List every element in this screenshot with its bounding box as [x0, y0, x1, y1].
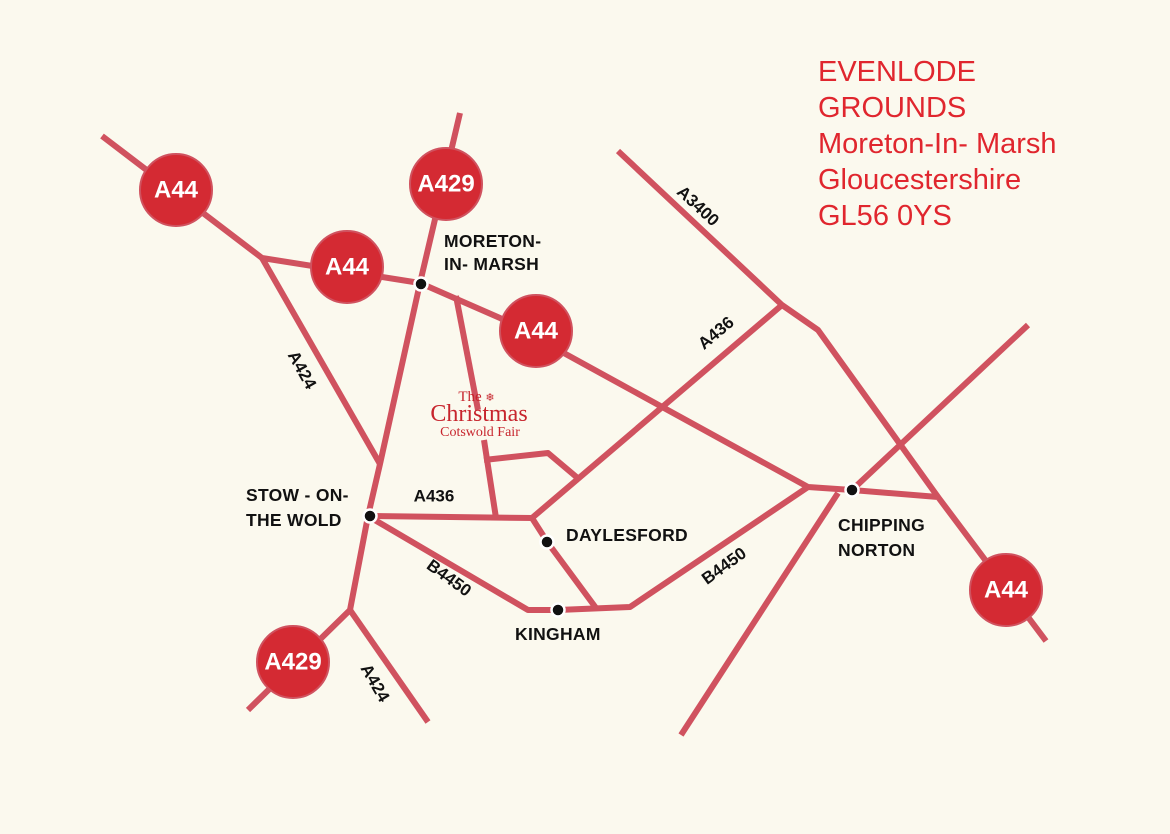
logo-the: The	[458, 389, 482, 405]
road-lane-north	[453, 295, 481, 411]
road-a429	[245, 112, 463, 713]
badge-a429-south-text: A429	[264, 649, 321, 676]
badge-a44-se: A44	[969, 553, 1043, 627]
badge-a44-nw-text: A44	[154, 177, 199, 204]
badge-a44-west: A44	[310, 230, 384, 304]
road-a436-east	[530, 302, 784, 521]
road-lane-loop	[483, 450, 582, 483]
town-marker-moreton	[413, 276, 429, 292]
place-chipping-norton: CHIPPING NORTON	[838, 515, 930, 560]
road-b4450-east	[557, 484, 810, 613]
address-line: Gloucestershire	[818, 164, 1022, 196]
road-a424-south	[347, 608, 431, 724]
place-stow-on-the-wold: STOW - ON- THE WOLD	[246, 485, 354, 530]
roads	[100, 112, 1049, 737]
town-marker-stow	[362, 508, 378, 524]
badge-a429-south-circle	[256, 625, 330, 699]
road-lane-venue	[481, 439, 499, 519]
road-chipping-south	[678, 491, 841, 737]
place-daylesford: DAYLESFORD	[566, 525, 688, 545]
town-marker-kingham	[550, 602, 566, 618]
badge-a44-east: A44	[499, 294, 573, 368]
place-moreton-in-marsh: MORETON- IN- MARSH	[444, 231, 547, 274]
towns: MORETON- IN- MARSH STOW - ON- THE WOLD D…	[246, 231, 930, 644]
road-a44	[100, 133, 1049, 643]
address-line: EVENLODE	[818, 56, 976, 88]
road-a436-west	[367, 513, 533, 521]
road-badges: A44 A429 A44 A44 A429 A44	[139, 147, 1043, 699]
road-chipping-ne	[849, 322, 1031, 493]
logo-fair: Cotswold Fair	[440, 425, 520, 440]
badge-a44-nw-circle	[139, 153, 213, 227]
badge-a429-south: A429	[256, 625, 330, 699]
badge-a429-north: A429	[409, 147, 483, 221]
address-line: GL56 0YS	[818, 200, 952, 232]
venue-address: EVENLODE GROUNDS Moreton-In- Marsh Glouc…	[818, 54, 1057, 234]
town-marker-daylesford	[539, 534, 555, 550]
label-a436-west: A436	[414, 487, 455, 506]
road-b4450-west	[366, 513, 558, 613]
road-a424	[259, 256, 383, 466]
snowflake-icon: ❄	[485, 392, 494, 404]
town-marker-chipping-norton	[844, 482, 860, 498]
label-b4450-east: B4450	[698, 544, 750, 589]
badge-a44-west-circle	[310, 230, 384, 304]
badge-a44-east-circle	[499, 294, 573, 368]
road-a3400	[615, 148, 941, 499]
badge-a44-east-text: A44	[514, 318, 559, 345]
badge-a44-se-text: A44	[984, 577, 1029, 604]
place-kingham: KINGHAM	[515, 624, 601, 644]
address-line: Moreton-In- Marsh	[818, 128, 1057, 160]
logo-christmas: Christmas	[430, 401, 527, 427]
badge-a429-north-circle	[409, 147, 483, 221]
badge-a429-north-text: A429	[417, 171, 474, 198]
badge-a44-se-circle	[969, 553, 1043, 627]
address-line: GROUNDS	[818, 92, 967, 124]
badge-a44-west-text: A44	[325, 254, 370, 281]
venue-logo: The ❄ Christmas Cotswold Fair	[430, 389, 527, 440]
badge-a44-nw: A44	[139, 153, 213, 227]
